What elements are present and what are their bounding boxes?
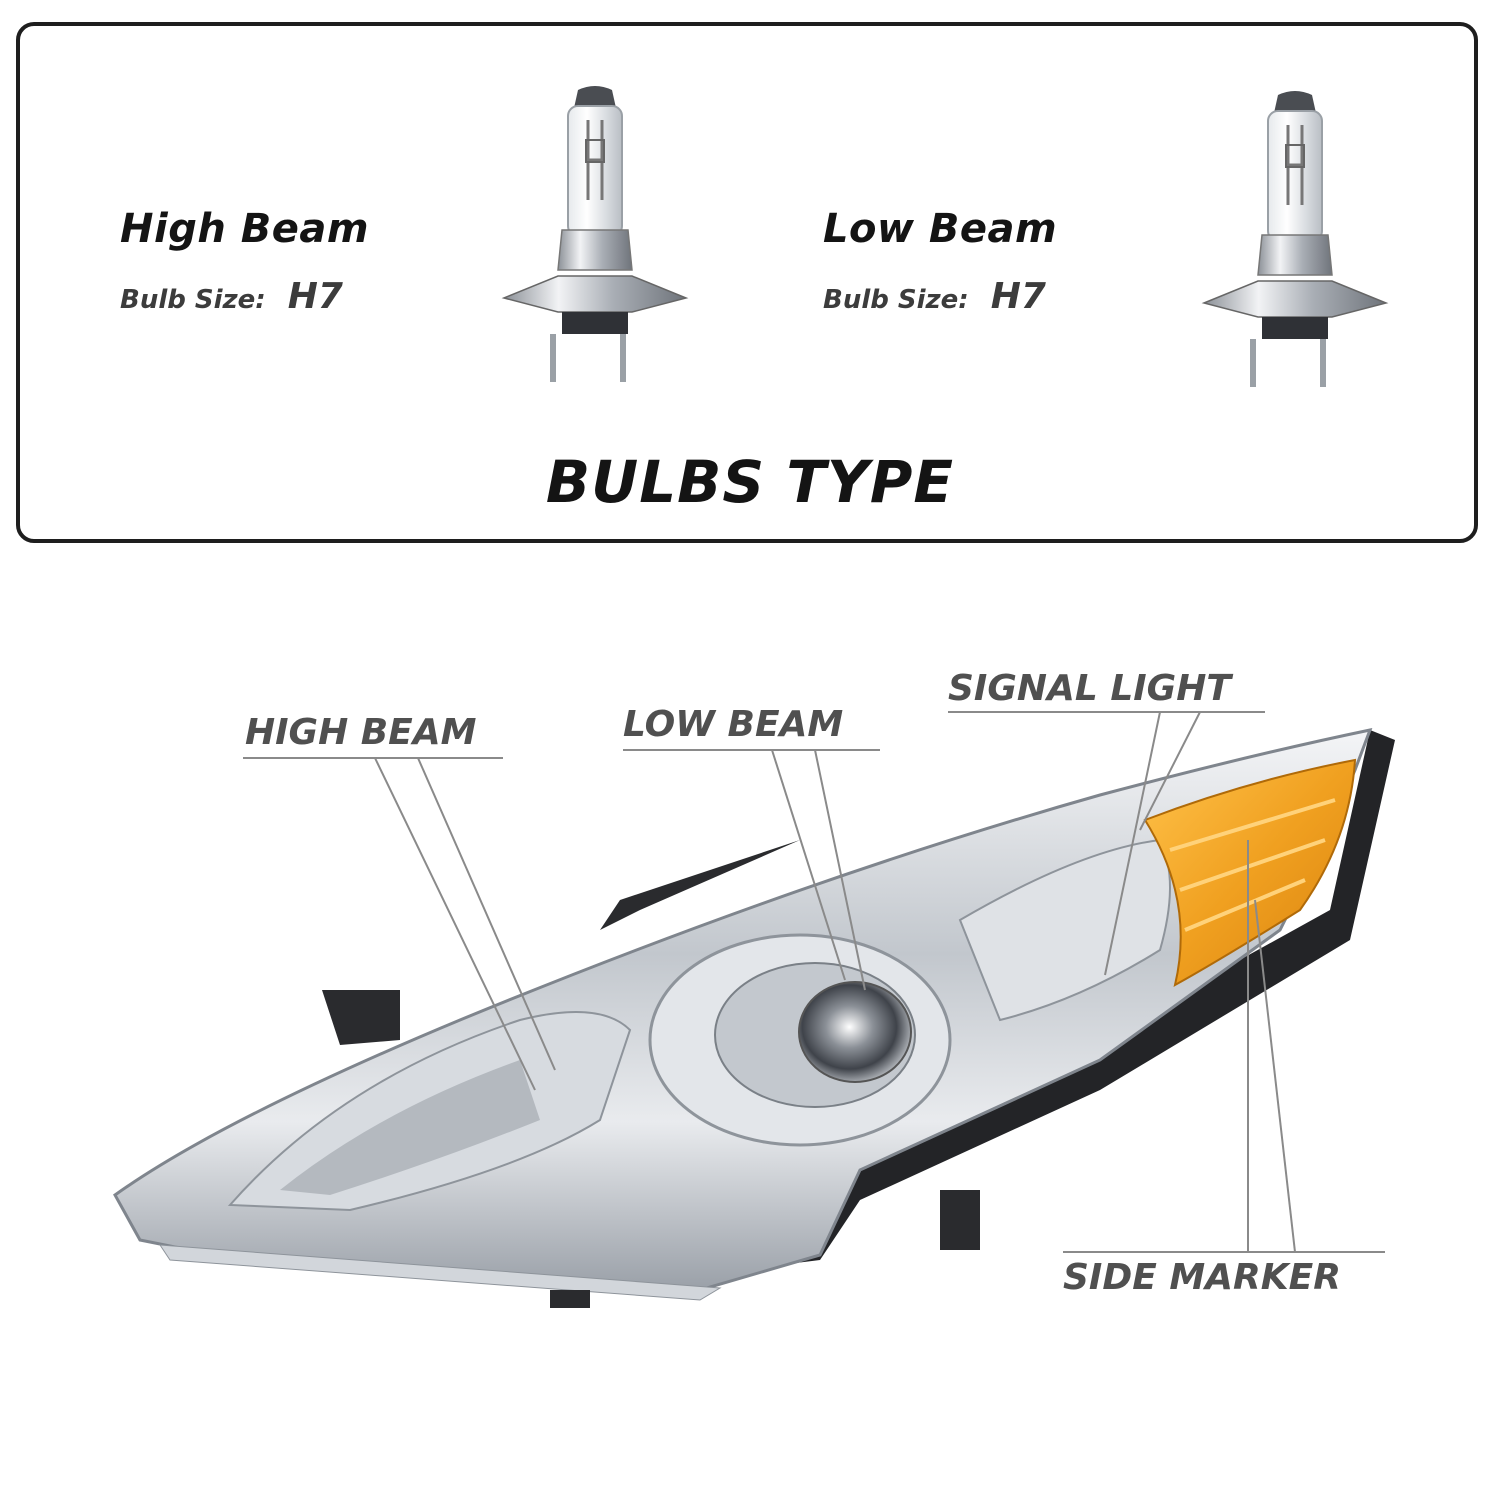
headlight-assembly-image: [113, 727, 1395, 1308]
callout-signal-light: SIGNAL LIGHT: [948, 668, 1231, 709]
high-beam-bulb-size: Bulb Size: H7: [120, 276, 343, 317]
bulb-size-label: Bulb Size:: [120, 285, 266, 315]
low-beam-title: Low Beam: [823, 206, 1058, 252]
callout-high-beam: HIGH BEAM: [245, 712, 477, 753]
bulbs-type-panel: [16, 22, 1478, 543]
h7-bulb-low-beam: [1201, 91, 1389, 387]
bulbs-type-heading: BULBS TYPE: [545, 448, 955, 516]
high-beam-title: High Beam: [120, 206, 370, 252]
callout-side-marker: SIDE MARKER: [1063, 1257, 1341, 1298]
bulb-size-label: Bulb Size:: [823, 285, 969, 315]
bulb-size-value: H7: [287, 276, 343, 317]
low-beam-bulb-size: Bulb Size: H7: [823, 276, 1046, 317]
bulb-size-value: H7: [990, 276, 1046, 317]
h7-bulb-high-beam: [501, 86, 689, 382]
callout-low-beam: LOW BEAM: [623, 704, 844, 745]
